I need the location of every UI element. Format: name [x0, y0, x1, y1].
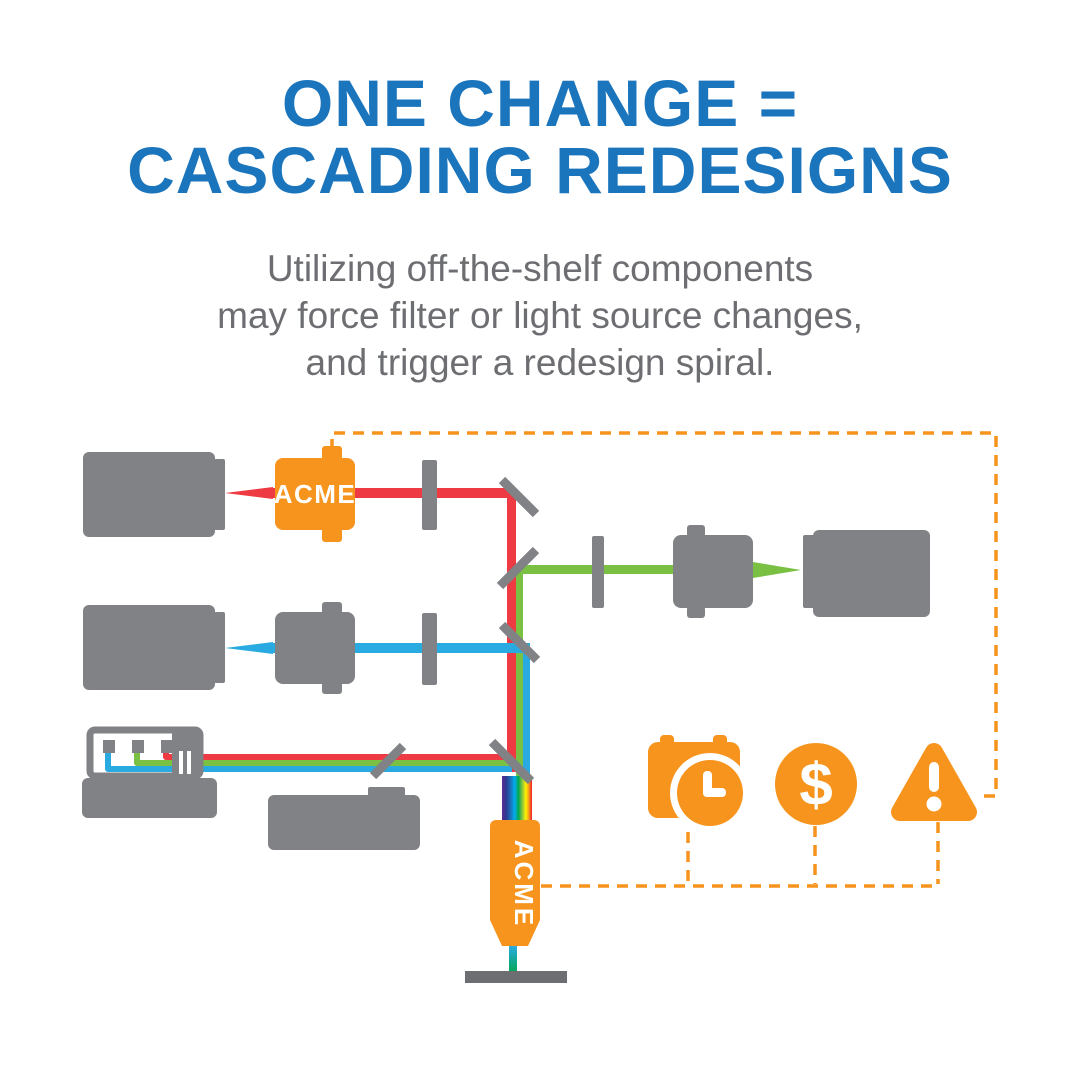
dashed-path-filter-to-warning — [330, 431, 998, 798]
sample-stage — [465, 971, 567, 983]
warning-triangle-icon — [891, 743, 977, 821]
light-source-middle-body — [83, 605, 215, 690]
mirror-bundle-pass — [369, 742, 407, 780]
acme-filter-tab-bottom — [322, 528, 342, 542]
green-beam-vertical — [516, 568, 523, 778]
green-cube-tab-top — [687, 525, 705, 537]
combiner-slit-2 — [187, 751, 191, 774]
filter-cube-tab-top — [322, 602, 342, 614]
light-source-top-snout — [214, 459, 225, 530]
page-title: ONE CHANGE = CASCADING REDESIGNS — [0, 66, 1080, 208]
light-source-middle-snout — [214, 612, 225, 683]
filter-cube-green-path — [673, 525, 753, 618]
acme-filter-label: ACME — [274, 479, 357, 509]
blue-beam-vertical — [523, 648, 530, 780]
subtitle: Utilizing off-the-shelf components may f… — [0, 246, 1080, 387]
green-beam-convergence — [753, 562, 801, 578]
green-cube-tab-bottom — [687, 606, 705, 618]
title-line-1: ONE CHANGE = — [281, 66, 799, 140]
mirror-final-turn — [488, 738, 535, 785]
combiner-base — [82, 778, 217, 818]
acme-objective-body — [490, 820, 540, 946]
subtitle-line-2: may force filter or light source changes… — [217, 294, 863, 336]
equipment — [82, 452, 930, 983]
acme-filter-component: ACME — [274, 446, 357, 542]
calendar-clock-icon — [648, 735, 750, 833]
consequence-icons: $ — [648, 735, 977, 833]
light-source-top-body — [83, 452, 215, 537]
combiner-output-block — [172, 730, 200, 776]
warning-exclamation-dot — [926, 796, 942, 812]
acme-objective-component: ACME — [490, 820, 540, 946]
blue-beam-horizontal — [270, 643, 530, 653]
mirror-red-turn — [498, 476, 540, 518]
laser-combiner — [82, 726, 217, 818]
light-source-top — [83, 452, 225, 537]
filters — [422, 460, 604, 685]
camera-body — [813, 530, 930, 617]
dollar-icon: $ — [775, 743, 857, 825]
subtitle-line-1: Utilizing off-the-shelf components — [266, 248, 814, 289]
acme-filter-body — [275, 458, 355, 530]
red-beam-horizontal — [270, 488, 515, 498]
dollar-circle — [775, 743, 857, 825]
green-cube-body — [673, 535, 753, 608]
filter-cube-body — [275, 612, 355, 684]
red-beam-divergence — [225, 487, 273, 499]
warning-exclamation-bar — [929, 762, 939, 792]
clock-hand-hour — [703, 788, 726, 797]
acme-filter-tab-top — [322, 446, 342, 460]
controller-tab — [368, 787, 405, 797]
acme-objective-label: ACME — [509, 840, 539, 929]
dollar-symbol: $ — [799, 751, 832, 818]
controller-body — [268, 795, 420, 850]
blue-beam-divergence — [225, 642, 273, 654]
focused-output-beam — [509, 946, 517, 973]
subtitle-line-3: and trigger a redesign spiral. — [305, 341, 775, 383]
mirrors — [369, 476, 541, 785]
rgb-bundle-green — [195, 760, 512, 766]
redesign-feedback-dashes — [330, 431, 998, 888]
filter-cube-tab-bottom — [322, 682, 342, 694]
rgb-bundle-red — [195, 754, 512, 760]
filter-green-path — [592, 536, 604, 608]
filter-red-path — [422, 460, 437, 530]
title-line-2: CASCADING REDESIGNS — [127, 133, 953, 208]
light-source-middle — [83, 605, 225, 690]
mirror-blue-join — [498, 621, 541, 664]
filter-blue-path — [422, 613, 437, 685]
combined-rainbow-beam — [502, 776, 532, 822]
combiner-port-2 — [132, 740, 144, 753]
filter-cube-blue-path — [275, 602, 355, 694]
camera — [803, 530, 930, 617]
combiner-port-1 — [103, 740, 115, 753]
combiner-slit-1 — [179, 751, 183, 774]
controller-box — [268, 787, 420, 850]
rgb-bundle-blue — [195, 766, 512, 772]
combiner-port-3 — [161, 740, 173, 753]
dichroic-green-split — [496, 546, 540, 590]
